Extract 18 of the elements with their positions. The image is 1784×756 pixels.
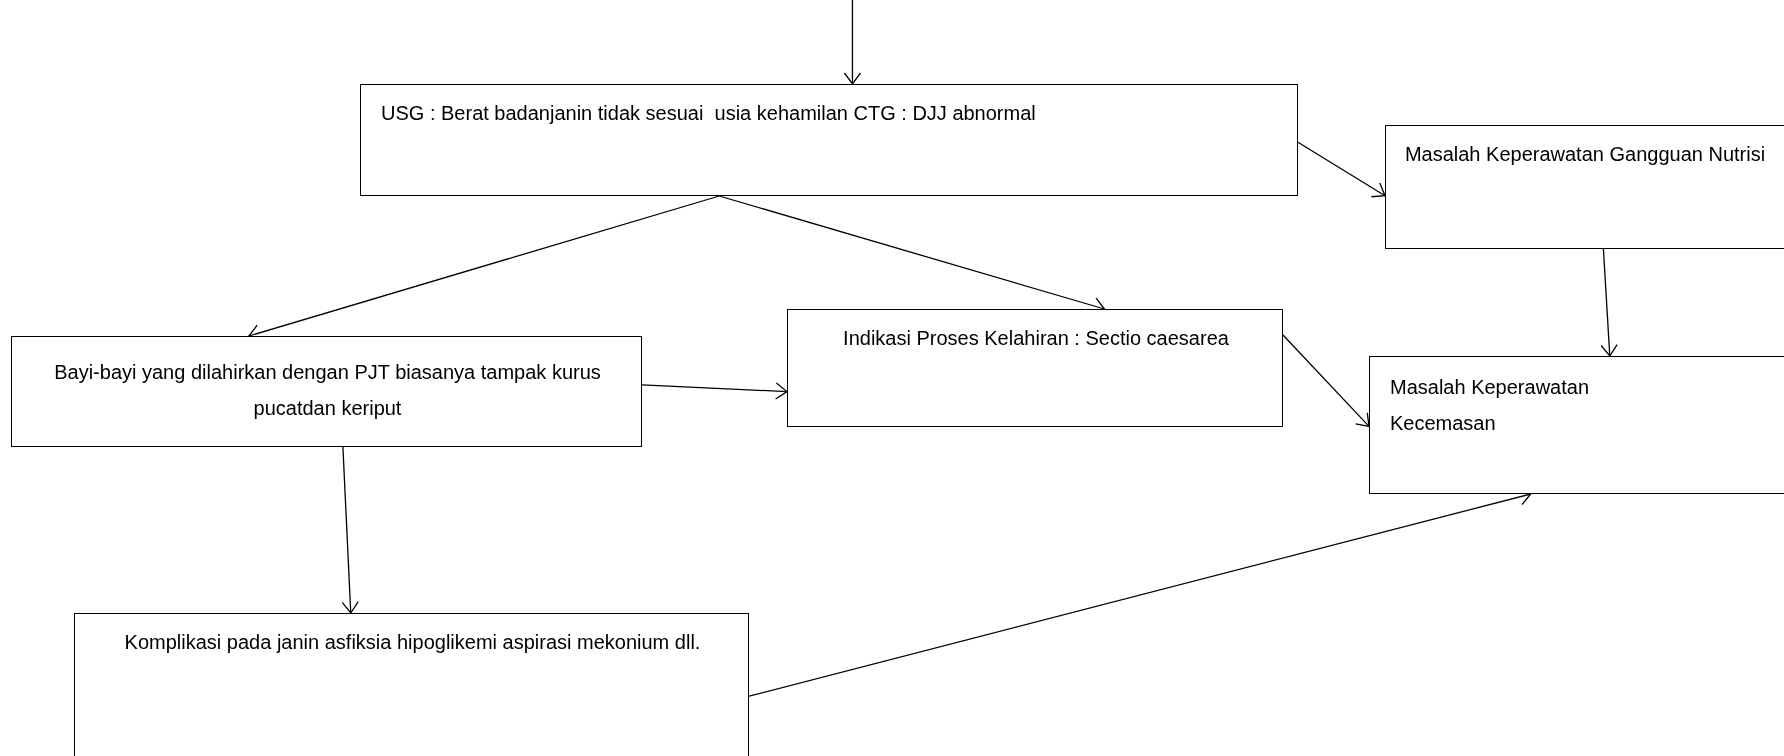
arrow: [641, 382, 788, 400]
process-box: [787, 309, 1283, 427]
process-box: [1385, 125, 1784, 249]
process-box: [74, 613, 749, 756]
arrow: [1600, 248, 1618, 357]
box-text: Indikasi Proses Kelahiran : Sectio caesarea: [842, 326, 1230, 351]
box-text: USG : Berat badanjanin tidak sesuai usia kehamilan CTG : DJJ abnormal: [381, 101, 1037, 126]
process-box: [11, 336, 642, 447]
box-text: Komplikasi pada janin asfiksia hipoglikemi aspirasi mekonium dll.: [123, 630, 702, 655]
arrow: [1282, 334, 1370, 428]
arrow: [1297, 141, 1386, 198]
process-box: [1369, 356, 1784, 494]
arrow: [341, 446, 359, 614]
process-box: [360, 84, 1298, 196]
box-text: Masalah Keperawatan Gangguan Nutrisi: [1403, 142, 1767, 167]
arrow: [843, 0, 862, 85]
box-text: Masalah Keperawatan Kecemasan: [1390, 375, 1590, 436]
box-text: Bayi-bayi yang dilahirkan dengan PJT biasanya tampak kurus pucatdan keriput: [53, 360, 602, 421]
